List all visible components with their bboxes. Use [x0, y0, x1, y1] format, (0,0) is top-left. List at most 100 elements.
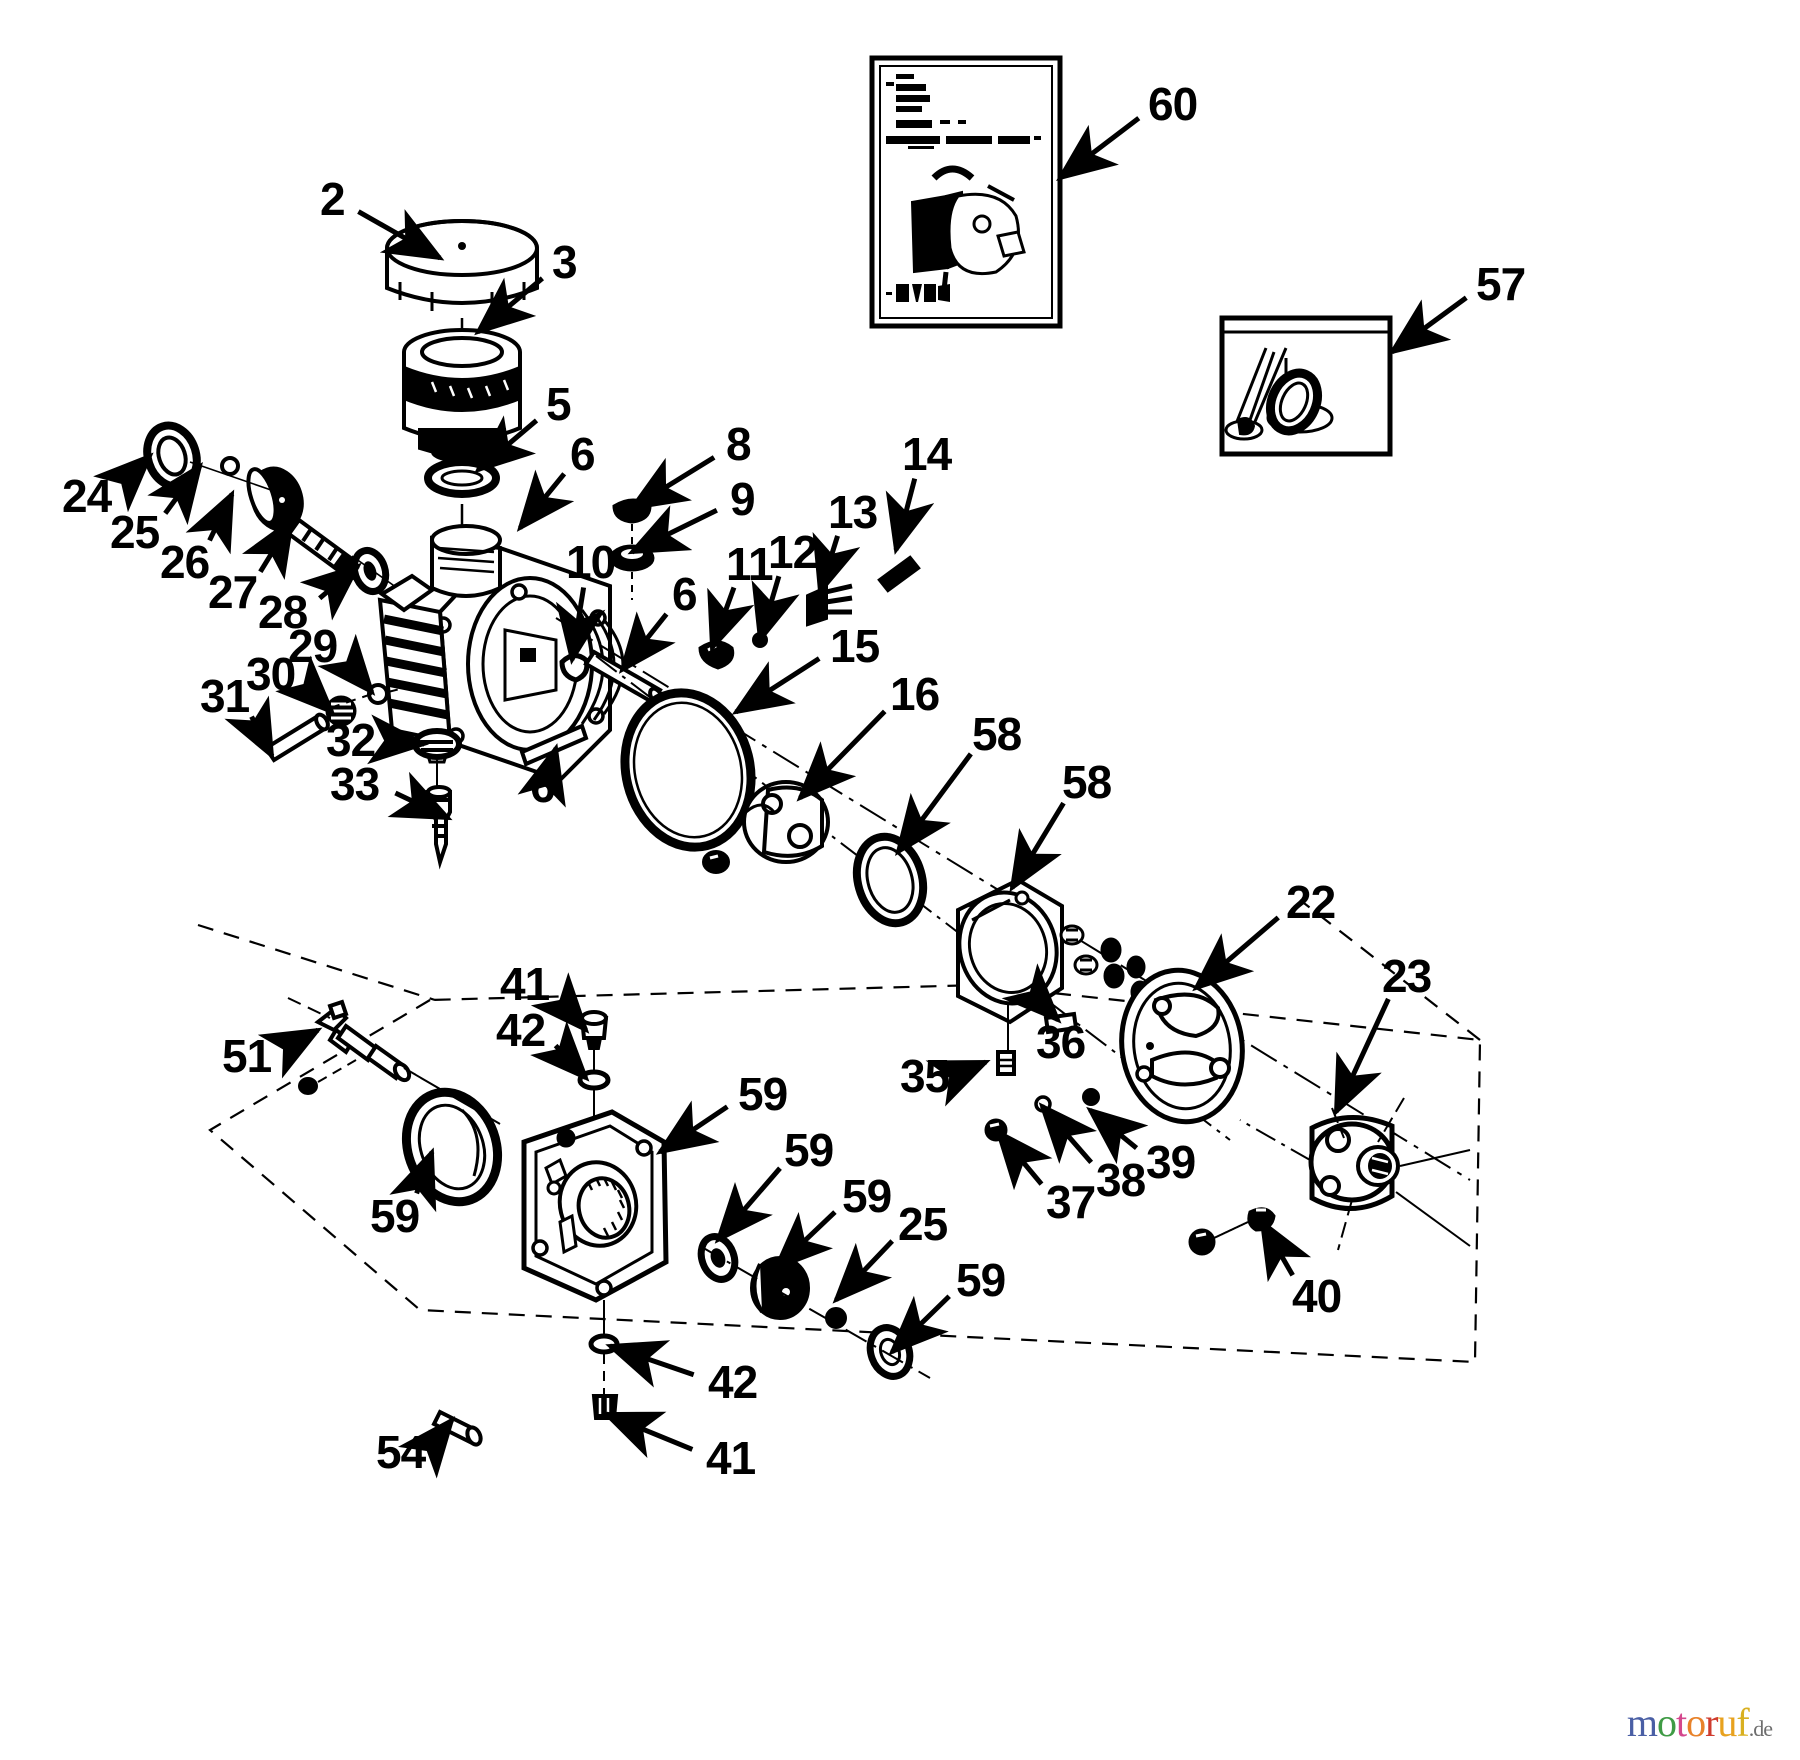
callout-25-42: 25	[832, 1198, 949, 1304]
callout-29-30: 29	[288, 620, 376, 696]
callout-12-14: 12	[751, 526, 818, 645]
callout-number: 39	[1146, 1136, 1195, 1188]
callout-51-35: 51	[222, 1027, 323, 1082]
callout-number: 35	[900, 1050, 950, 1102]
reference-outline	[197, 899, 1482, 1364]
callout-leader-arrow	[397, 1416, 456, 1479]
callout-number: 37	[1046, 1176, 1095, 1228]
callout-number: 59	[956, 1254, 1005, 1306]
callout-54-46: 54	[376, 1416, 456, 1479]
part-3-breather	[402, 328, 522, 463]
callout-59-40: 59	[714, 1124, 834, 1244]
callout-leader-arrow	[357, 209, 445, 261]
callout-25-5: 25	[110, 461, 203, 558]
callout-number: 58	[1062, 756, 1112, 808]
callout-number: 24	[62, 470, 113, 522]
callout-number: 42	[708, 1356, 757, 1408]
part-59-bushing	[697, 1233, 739, 1283]
watermark-letter: o	[1686, 1700, 1706, 1745]
part-39-ball	[1082, 1088, 1100, 1106]
callout-leader-arrow	[474, 276, 545, 336]
callout-number: 16	[890, 668, 939, 720]
callout-59-41: 59	[772, 1170, 892, 1272]
callout-leader-arrow	[389, 1147, 437, 1213]
part-misc-ball-small	[702, 850, 730, 874]
callout-number: 40	[1292, 1270, 1341, 1322]
callout-number: 26	[160, 536, 209, 588]
callout-42-37: 42	[496, 1004, 590, 1082]
part-51-control-shaft	[314, 999, 412, 1083]
part-23-leaders	[1239, 1097, 1471, 1251]
callout-14-16: 14	[885, 428, 954, 555]
callout-57-48: 57	[1387, 258, 1526, 355]
callout-number: 3	[552, 236, 577, 288]
callout-leader-arrow	[601, 1411, 694, 1459]
callout-leader-arrow	[299, 562, 362, 621]
part-59-bearing-housing	[521, 1109, 669, 1303]
callout-37-26: 37	[994, 1128, 1096, 1228]
callout-2-0: 2	[320, 173, 445, 261]
part-33-check-valve	[425, 785, 452, 870]
callout-59-43: 59	[888, 1254, 1006, 1356]
callout-number: 22	[1286, 876, 1335, 928]
callout-number: 25	[898, 1198, 948, 1250]
callout-36-25: 36	[1001, 963, 1086, 1068]
callout-number: 10	[566, 536, 615, 588]
callout-leader-arrow	[885, 478, 935, 555]
callout-leader-arrow	[895, 752, 973, 857]
callout-leader-arrow	[147, 461, 203, 526]
callout-leader-arrow	[185, 489, 235, 555]
callout-42-44: 42	[605, 1340, 758, 1408]
callout-number: 33	[330, 758, 379, 810]
callout-41-45: 41	[601, 1411, 757, 1484]
part-8-cap-plug	[612, 498, 652, 524]
callout-leader-arrow	[812, 532, 861, 597]
callout-31-32: 31	[200, 670, 275, 761]
callout-number: 11	[726, 538, 773, 590]
callout-leader-arrow	[1387, 295, 1468, 355]
callout-leader-arrow	[257, 1027, 323, 1079]
callout-leader-arrow	[241, 515, 295, 580]
callout-leader-arrow	[93, 452, 154, 513]
callout-leader-arrow	[627, 455, 716, 511]
callout-number: 25	[110, 506, 160, 558]
callout-number: 12	[768, 526, 817, 578]
callout-leader-arrow	[1259, 1217, 1312, 1283]
callout-number: 6	[672, 568, 697, 620]
callout-number: 58	[972, 708, 1022, 760]
part-13-spring-clip	[806, 583, 853, 627]
callout-leader-arrow	[707, 586, 755, 653]
callout-16-19: 16	[796, 668, 940, 802]
callout-35-24: 35	[900, 1050, 991, 1107]
callout-leader-arrow	[317, 633, 376, 696]
callout-22-22: 22	[1192, 876, 1336, 992]
watermark-letter: f	[1736, 1700, 1749, 1745]
callout-leader-arrow	[516, 469, 575, 532]
callout-6-17: 6	[517, 743, 566, 812]
callout-leader-arrow	[714, 1166, 782, 1244]
part-22-valve-plate	[1119, 967, 1245, 1125]
axis-left-shaft	[189, 461, 301, 501]
callout-number: 51	[222, 1030, 272, 1082]
callout-41-36: 41	[500, 958, 590, 1034]
callout-leader-arrow	[627, 505, 718, 555]
callout-9-10: 9	[627, 473, 756, 555]
callout-number: 15	[830, 620, 880, 672]
callout-8-9: 8	[627, 418, 752, 511]
callout-leader-arrow	[655, 1100, 729, 1155]
callout-number: 13	[828, 486, 877, 538]
callout-40-29: 40	[1259, 1217, 1342, 1322]
callout-leader-arrow	[275, 655, 336, 716]
callout-leader-arrow	[605, 1340, 695, 1388]
part-40-plug	[1247, 1207, 1276, 1232]
callout-leader-arrow	[1038, 1102, 1097, 1164]
callout-number: 41	[706, 1432, 756, 1484]
callout-number: 6	[530, 760, 555, 812]
watermark-letter: o	[1656, 1700, 1677, 1745]
callout-number: 41	[500, 958, 550, 1010]
callout-number: 8	[726, 418, 751, 470]
callout-number: 27	[208, 566, 257, 618]
callout-leader-arrow	[1192, 915, 1280, 992]
part-31-roll-pin	[263, 712, 330, 763]
